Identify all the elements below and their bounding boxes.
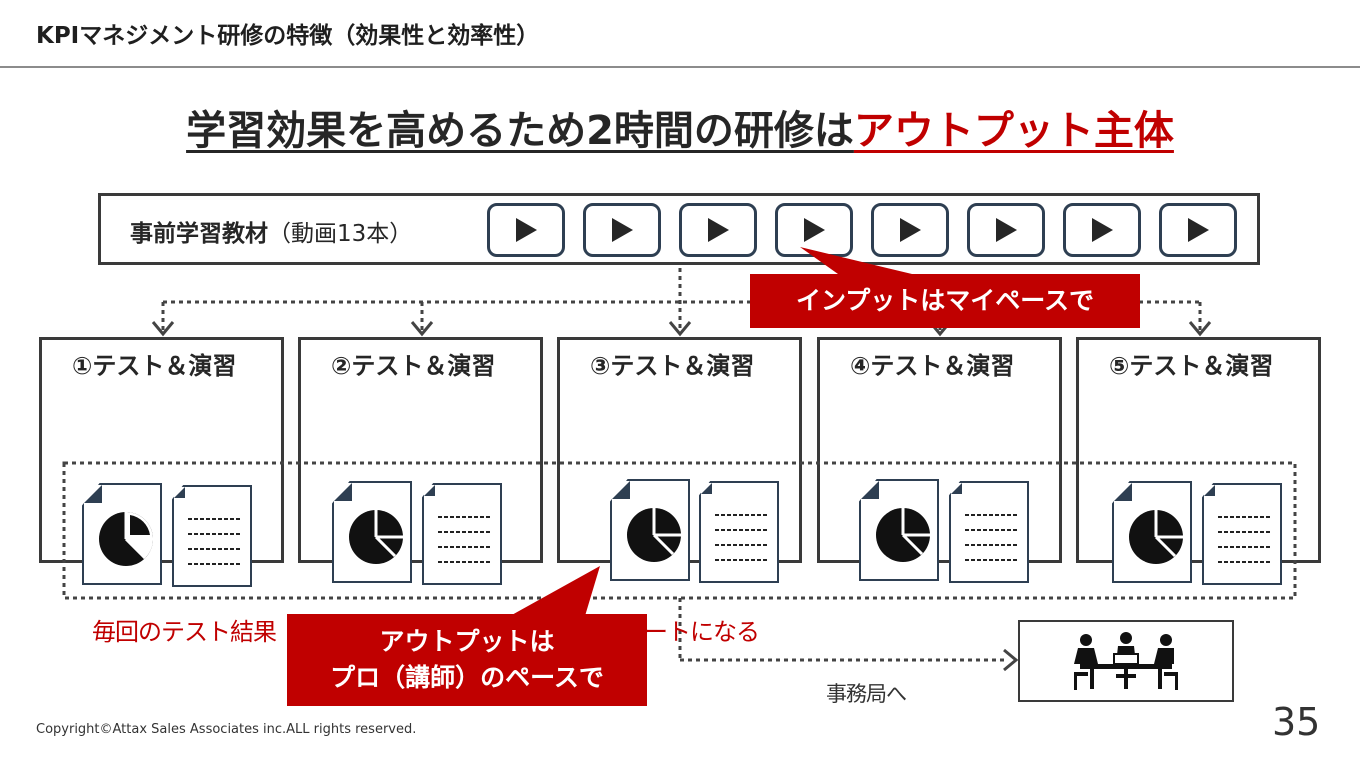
video-play-button[interactable] <box>775 203 853 257</box>
pie-chart-icon <box>861 481 930 562</box>
slide-title: KPIマネジメント研修の特徴（効果性と効率性） <box>36 23 540 49</box>
text-lines-icon <box>701 483 767 561</box>
video-play-button[interactable] <box>967 203 1045 257</box>
text-lines-icon <box>424 485 490 563</box>
page-number: 35 <box>1272 700 1321 744</box>
session-title-5: ⑤テスト＆演習 <box>1109 352 1274 380</box>
report-text-document <box>172 485 252 587</box>
pie-chart-icon <box>612 481 681 562</box>
callout-output-line1: アウトプットは <box>379 627 555 656</box>
arrow-head-3 <box>668 321 692 337</box>
callout-input-pointer <box>800 247 912 274</box>
headline: 学習効果を高めるため2時間の研修はアウトプット主体 <box>0 98 1360 156</box>
report-text-document <box>949 481 1029 583</box>
video-play-button[interactable] <box>679 203 757 257</box>
video-play-button[interactable] <box>1063 203 1141 257</box>
text-lines-icon <box>951 483 1017 561</box>
materials-label-rest: （動画13本） <box>268 221 413 247</box>
pie-chart-icon <box>334 483 403 564</box>
callout-input: インプットはマイペースで <box>750 274 1140 328</box>
pie-chart-icon <box>84 485 153 566</box>
copyright-text: Copyright©Attax Sales Associates inc.ALL… <box>36 722 417 737</box>
report-chart-document <box>859 479 939 581</box>
arrow-head-1 <box>151 321 175 337</box>
materials-label: 事前学習教材（動画13本） <box>130 214 412 248</box>
headline-part-black: 学習効果を高めるため2時間の研修は <box>186 108 854 154</box>
text-lines-icon <box>1204 485 1270 563</box>
play-icon <box>516 218 537 242</box>
play-icon <box>900 218 921 242</box>
callout-output: アウトプットは プロ（講師）のペースで <box>287 614 647 706</box>
meeting-people-icon <box>1074 632 1178 690</box>
session-title-3: ③テスト＆演習 <box>590 352 755 380</box>
video-play-button[interactable] <box>583 203 661 257</box>
callout-output-line2: プロ（講師）のペースで <box>330 663 604 692</box>
play-icon <box>1092 218 1113 242</box>
header-divider <box>0 66 1360 68</box>
report-text-document <box>699 481 779 583</box>
report-chart-document <box>1112 481 1192 583</box>
arrow-head-secretariat <box>1003 648 1019 672</box>
report-chart-document <box>82 483 162 585</box>
session-box-2 <box>298 337 543 563</box>
play-icon <box>612 218 633 242</box>
report-chart-document <box>332 481 412 583</box>
play-icon <box>708 218 729 242</box>
report-text-document <box>1202 483 1282 585</box>
play-icon <box>996 218 1017 242</box>
materials-label-bold: 事前学習教材 <box>130 221 268 247</box>
session-title-2: ②テスト＆演習 <box>331 352 496 380</box>
headline-part-red: アウトプット主体 <box>853 108 1174 154</box>
session-title-4: ④テスト＆演習 <box>850 352 1015 380</box>
secretariat-box <box>1018 620 1234 702</box>
pie-chart-icon <box>1114 483 1183 564</box>
report-chart-document <box>610 479 690 581</box>
play-icon <box>804 218 825 242</box>
secretariat-label: 事務局へ <box>826 682 907 706</box>
play-icon <box>1188 218 1209 242</box>
callout-output-pointer <box>510 566 600 616</box>
text-lines-icon <box>174 487 240 565</box>
arrow-head-5 <box>1188 321 1212 337</box>
video-play-button[interactable] <box>487 203 565 257</box>
video-play-button[interactable] <box>871 203 949 257</box>
session-title-1: ①テスト＆演習 <box>72 352 237 380</box>
video-play-button[interactable] <box>1159 203 1237 257</box>
arrow-head-2 <box>410 321 434 337</box>
report-text-document <box>422 483 502 585</box>
